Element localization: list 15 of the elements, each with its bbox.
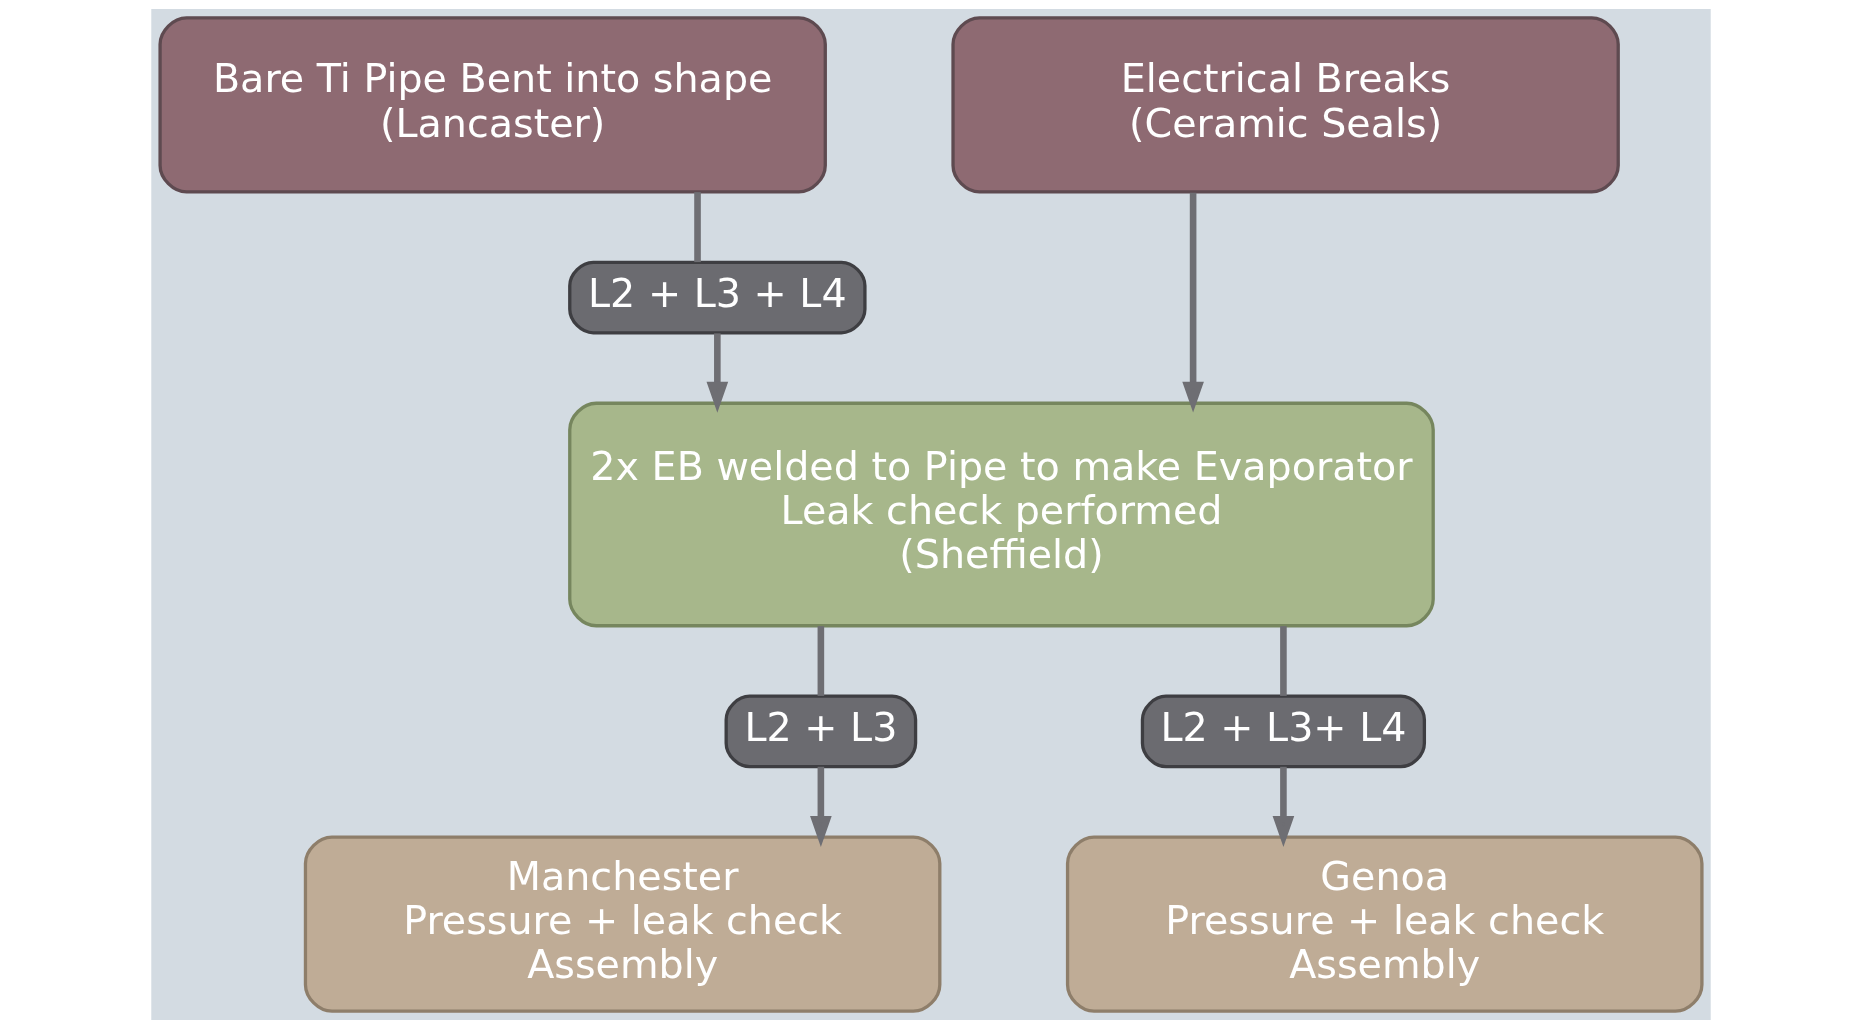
node-box: Electrical Breaks (Ceramic Seals): [950, 15, 1620, 193]
node-box: 2x EB welded to Pipe to make Evaporator Leak check performed (Sheffield): [567, 401, 1435, 627]
arrow: [706, 332, 728, 413]
node-box: Bare Ti Pipe Bent into shape (Lancaster): [157, 15, 827, 193]
node-box: Manchester Pressure + leak check Assembly: [303, 835, 941, 1013]
node-box: L2 + L3: [724, 694, 917, 768]
node-box: Genoa Pressure + leak check Assembly: [1065, 835, 1704, 1013]
node-box: L2 + L3 + L4: [567, 260, 867, 334]
arrow: [1272, 766, 1294, 847]
connector: [817, 625, 824, 696]
connector: [1279, 625, 1287, 696]
arrow: [809, 766, 832, 847]
connector: [693, 191, 701, 262]
node-box: L2 + L3+ L4: [1140, 694, 1426, 768]
arrow: [1181, 192, 1204, 413]
